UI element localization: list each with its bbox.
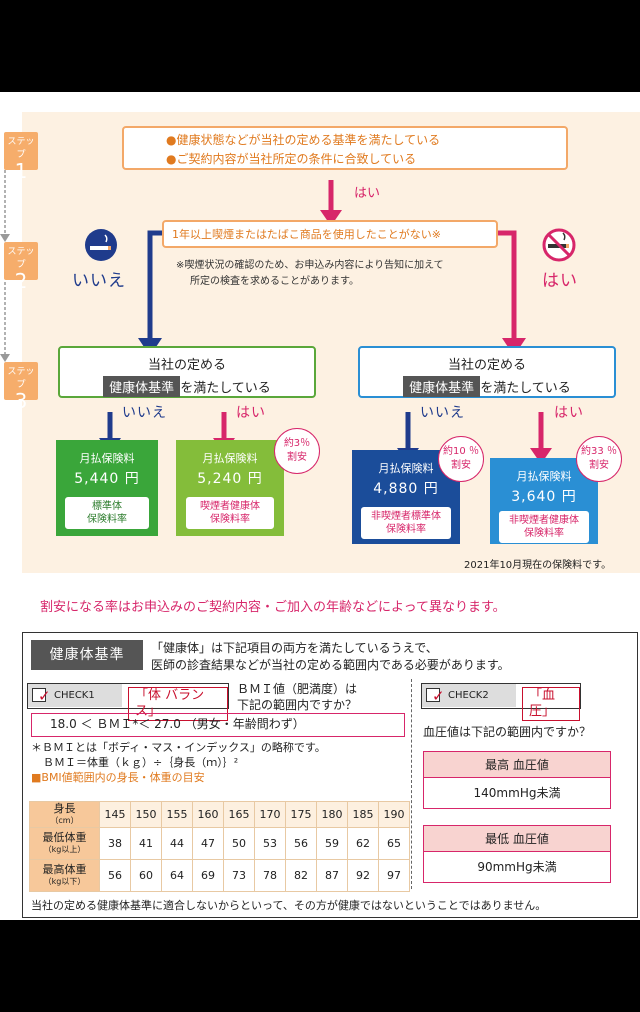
step3-left-line2: を満たしている (180, 381, 271, 396)
discount-note: 割安になる率はお申込みのご契約内容・ご加入の年齢などによって異なります。 (40, 600, 506, 615)
premium-standard-type: 標準体保険料率 (64, 496, 150, 530)
as-of-note: 2021年10月現在の保険料です。 (464, 560, 612, 571)
step3-right-line2: を満たしている (480, 381, 571, 396)
health-criteria-title: 健康体基準 (31, 640, 143, 670)
discount-badge-33: 約33 ％割安 (576, 436, 622, 482)
smoking-icon (85, 229, 117, 261)
step1-condition-2: ●ご契約内容が当社所定の条件に合致している (166, 152, 417, 166)
premium-standard: 月払保険料 5,440 円 標準体保険料率 (56, 440, 158, 536)
step3-right-line1: 当社の定める (447, 358, 526, 373)
premium-nonsmoker-standard: 月払保険料 4,880 円 非喫煙者標準体保険料率 (352, 450, 460, 544)
bp-low-box: 最低 血圧値 90mmHg未満 (423, 825, 611, 883)
premium-smoker-healthy-value: 5,240 円 (197, 471, 263, 487)
step2-question: 1年以上喫煙またはたばこ商品を使用したことがない※ (172, 228, 441, 241)
premium-nonsmoker-healthy-label: 月払保険料 (516, 470, 572, 483)
check2-checkbox-icon: ✓ (426, 687, 445, 705)
bp-high-box: 最高 血圧値 140mmHg未満 (423, 751, 611, 809)
section-divider (411, 679, 412, 889)
bp-high-header: 最高 血圧値 (424, 752, 610, 778)
step2-no-label: いいえ (72, 271, 126, 291)
step1-condition-box (122, 126, 568, 170)
bp-low-value: 90mmHg未満 (477, 860, 557, 874)
step2-yes-label: はい (542, 271, 578, 291)
check1-name: 「体 バランス」 (128, 687, 228, 721)
check1-checkbox-icon: ✓ (32, 687, 51, 705)
step3-left-tag: 健康体基準 (103, 376, 181, 397)
discount-badge-3: 約3％割安 (274, 428, 320, 474)
bmi-formula: 18.0 ＜ ＢＭＩ*＜ 27.0 （男女・年齢問わず） (31, 713, 405, 737)
bp-high-value: 140mmHg未満 (473, 786, 561, 800)
premium-nonsmoker-standard-type: 非喫煙者標準体保険料率 (360, 506, 452, 540)
footnote: 当社の定める健康体基準に適合しないからといって、その方が健康ではないということで… (31, 899, 547, 912)
premium-nonsmoker-standard-label: 月払保険料 (378, 462, 434, 475)
step1-yes-label: はい (354, 186, 381, 201)
check2-name: 「血圧」 (522, 687, 580, 721)
step3-right-yes: はい (554, 405, 584, 421)
step3-left-line1: 当社の定める (147, 358, 226, 373)
step3-right-no: いいえ (420, 405, 465, 421)
health-criteria-intro: 「健康体」は下記項目の両方を満たしているうえで、医師の診査結果などが当社の定める… (151, 641, 510, 672)
step3-left-no: いいえ (122, 405, 167, 421)
premium-nonsmoker-standard-value: 4,880 円 (373, 481, 439, 497)
step3-left-yes: はい (236, 405, 266, 421)
bp-low-header: 最低 血圧値 (424, 826, 610, 852)
premium-smoker-healthy: 月払保険料 5,240 円 喫煙者健康体保険料率 (176, 440, 284, 536)
check1: CHECK1 ✓ 「体 バランス」 (27, 683, 229, 721)
check1-question: ＢＭＩ値（肥満度）は下記の範囲内ですか？ (237, 682, 358, 712)
check1-code: CHECK1 (54, 690, 95, 701)
premium-standard-label: 月払保険料 (79, 452, 135, 465)
step2-question-box (162, 220, 498, 248)
step3-right-tag: 健康体基準 (403, 376, 481, 397)
premium-smoker-healthy-label: 月払保険料 (202, 452, 258, 465)
premium-nonsmoker-healthy-type: 非喫煙者健康体保険料率 (498, 510, 590, 544)
step3-left-criteria-box: 当社の定める 健康体基準を満たしている (58, 346, 316, 398)
premium-standard-value: 5,440 円 (74, 471, 140, 487)
premium-nonsmoker-healthy-value: 3,640 円 (511, 489, 577, 505)
health-criteria-box: 健康体基準 「健康体」は下記項目の両方を満たしているうえで、医師の診査結果などが… (22, 632, 638, 918)
check2-code: CHECK2 (448, 690, 489, 701)
discount-badge-10: 約10 ％割安 (438, 436, 484, 482)
bmi-notes: ＊ＢＭＩとは「ボディ・マス・インデックス」の略称です。 ＢＭＩ＝体重（ｋｇ）÷｛… (31, 741, 326, 784)
no-smoking-icon (542, 228, 576, 262)
step1-condition-1: ●健康状態などが当社の定める基準を満たしている (166, 133, 441, 147)
bp-question: 血圧値は下記の範囲内ですか？ (423, 725, 592, 739)
step3-right-criteria-box: 当社の定める 健康体基準を満たしている (358, 346, 616, 398)
step2-note-2: 所定の検査を求めることがあります。 (190, 276, 359, 287)
step2-note-1: ※喫煙状況の確認のため、お申込み内容により告知に加えて (176, 260, 444, 271)
check2: CHECK2 ✓ 「血圧」 (421, 683, 581, 721)
premium-smoker-healthy-type: 喫煙者健康体保険料率 (185, 496, 275, 530)
